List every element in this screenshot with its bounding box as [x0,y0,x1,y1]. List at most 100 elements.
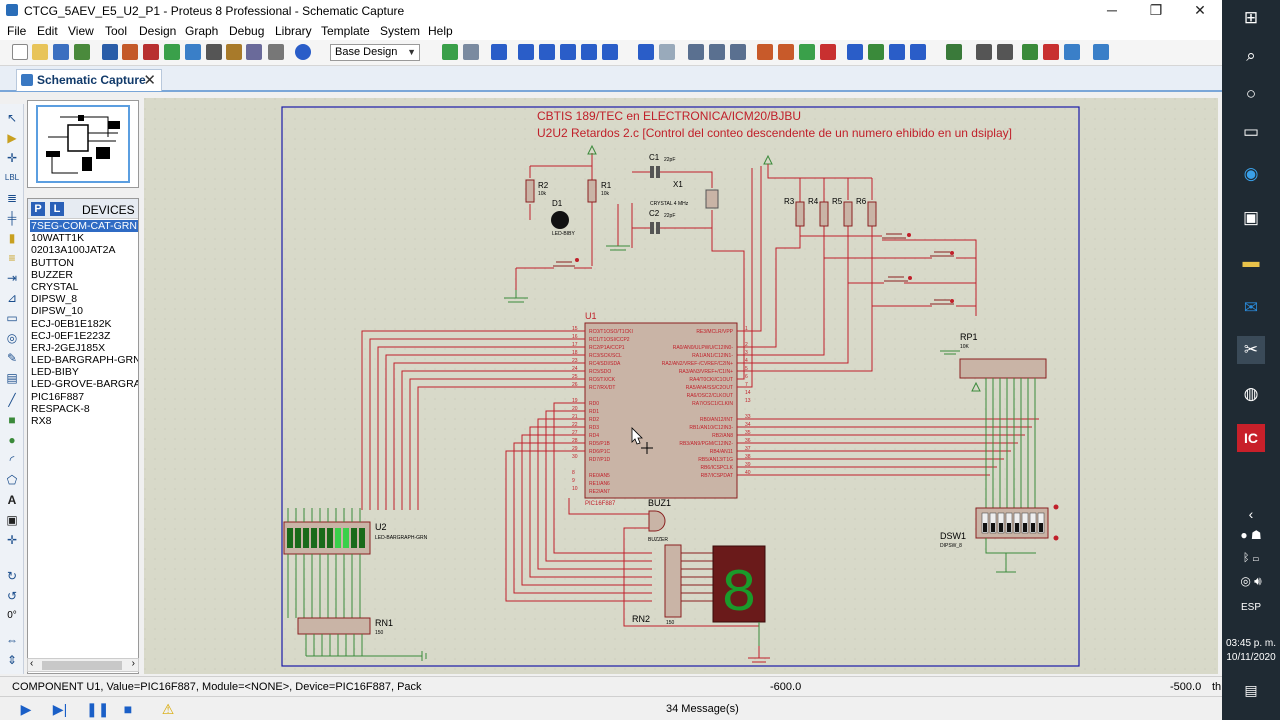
zoom-out-icon[interactable] [560,44,576,60]
tray-icons[interactable]: ● ☗ [1240,528,1262,542]
box-icon[interactable]: ■ [8,413,16,427]
block-delete-icon[interactable] [820,44,836,60]
clock-time[interactable]: 03:45 p. m. [1225,638,1277,649]
wire-label-icon[interactable]: LBL [4,173,20,182]
device-item[interactable]: 10WATT1K [31,232,85,245]
notifications-icon[interactable]: ▤ [1244,682,1258,698]
menu-edit[interactable]: Edit [37,24,58,38]
warning-icon[interactable]: ⚠ [161,701,175,717]
graph-icon[interactable]: ⊿ [6,291,18,305]
circle-icon[interactable]: ● [8,433,16,447]
device-item[interactable]: LED-GROVE-BARGRAF [31,378,138,391]
device-item[interactable]: ECJ-0EF1E223Z [31,329,111,342]
menu-help[interactable]: Help [428,24,453,38]
zoom-in-icon[interactable] [539,44,555,60]
task-view-icon[interactable]: ▭ [1242,122,1260,141]
bom-icon[interactable] [226,44,242,60]
arc-icon[interactable]: ◜ [9,453,15,467]
rotation-angle[interactable]: 0° [7,610,17,621]
cortana-icon[interactable]: ○ [1245,84,1257,103]
library-manager-button[interactable]: L [50,202,64,216]
component-mode-icon[interactable]: ▶ [7,131,17,145]
device-item[interactable]: PIC16F887 [31,390,85,403]
scroll-left-icon[interactable]: ‹ [30,658,34,669]
voltage-probe-icon[interactable]: ✎ [6,351,18,365]
pan-icon[interactable] [518,44,534,60]
menu-debug[interactable]: Debug [229,24,265,38]
pick-devices-button[interactable]: P [31,202,45,216]
pick-device-icon[interactable] [847,44,863,60]
store-icon[interactable]: ▣ [1242,208,1260,227]
junction-dot-icon[interactable]: ✛ [6,151,18,165]
clock-date[interactable]: 10/11/2020 [1226,652,1276,663]
exit-to-parent-icon[interactable] [1064,44,1080,60]
menu-file[interactable]: File [7,24,27,38]
windows-start-icon[interactable]: ⊞ [1243,8,1259,27]
stop-icon[interactable]: ■ [123,701,133,717]
schematic-icon[interactable] [122,44,138,60]
restore-button[interactable]: ❐ [1149,2,1163,18]
device-item[interactable]: BUTTON [31,256,74,269]
device-item[interactable]: LED-BIBY [31,366,79,379]
text-icon[interactable]: A [7,493,17,507]
menu-graph[interactable]: Graph [185,24,219,38]
menu-library[interactable]: Library [275,24,312,38]
text-script-icon[interactable]: ≣ [6,191,18,205]
overview-window[interactable] [27,100,139,188]
pcb-icon[interactable] [143,44,159,60]
step-icon[interactable]: ▶| [52,701,68,717]
home-icon[interactable] [102,44,118,60]
scrollbar-thumb[interactable] [42,661,122,670]
undo-icon[interactable] [638,44,654,60]
device-item[interactable]: 02013A100JAT2A [31,244,116,257]
mail-icon[interactable]: ✉ [1243,298,1259,317]
gerber-icon[interactable] [164,44,180,60]
menu-template[interactable]: Template [321,24,370,38]
refresh-icon[interactable] [442,44,458,60]
property-assign-icon[interactable] [997,44,1013,60]
wire-autorouter-icon[interactable] [946,44,962,60]
menu-tool[interactable]: Tool [105,24,128,38]
device-pins-icon[interactable]: ⇥ [6,271,18,285]
chevron-left-icon[interactable]: ‹ [1248,506,1254,522]
tab-close-icon[interactable]: ✕ [143,72,156,89]
device-item[interactable]: 7SEG-COM-CAT-GRN [30,220,138,233]
device-item[interactable]: BUZZER [31,268,73,281]
network-volume-icon[interactable]: ◎ 🔊︎ [1240,574,1262,588]
documents-icon[interactable] [268,44,284,60]
design-variant-select[interactable]: Base Design ▼ [330,44,420,61]
cut-icon[interactable] [688,44,704,60]
menu-system[interactable]: System [380,24,421,38]
language-indicator[interactable]: ESP [1240,602,1261,613]
help-icon[interactable] [295,44,311,60]
device-item[interactable]: ECJ-0EB1E182K [31,317,112,330]
play-icon[interactable]: ▶ [20,701,32,717]
scroll-right-icon[interactable]: › [131,658,135,669]
simulation-messages[interactable]: 34 Message(s) [666,703,739,715]
bus-icon[interactable]: ╪ [7,211,17,225]
tape-recorder-icon[interactable]: ▭ [6,311,18,325]
new-sheet-icon[interactable] [1022,44,1038,60]
source-code-icon[interactable] [206,44,222,60]
overview-viewport[interactable] [36,105,130,183]
marker-icon[interactable]: ✛ [6,533,18,547]
mirror-x-icon[interactable]: ⇔ [6,633,18,647]
tab-schematic-capture[interactable]: Schematic Capture ✕ [16,69,162,91]
make-device-icon[interactable] [868,44,884,60]
edge-browser-icon[interactable]: ◉ [1243,164,1259,183]
origin-icon[interactable] [491,44,507,60]
proteus-taskbar-icon[interactable]: ✂ [1237,336,1265,364]
path-icon[interactable]: ⬠ [6,473,18,487]
decompose-icon[interactable] [910,44,926,60]
device-item[interactable]: DIPSW_10 [31,305,83,318]
close-window-button[interactable]: ✕ [1194,2,1206,18]
subcircuit-icon[interactable]: ▮ [8,231,16,245]
packaging-tool-icon[interactable] [889,44,905,60]
save-icon[interactable] [53,44,69,60]
3d-view-icon[interactable] [185,44,201,60]
paste-icon[interactable] [730,44,746,60]
symbol-icon[interactable]: ▣ [6,513,18,527]
bluetooth-icon[interactable]: ᛒ ▭ [1242,552,1260,564]
device-item[interactable]: DIPSW_8 [31,293,78,306]
block-move-icon[interactable] [778,44,794,60]
